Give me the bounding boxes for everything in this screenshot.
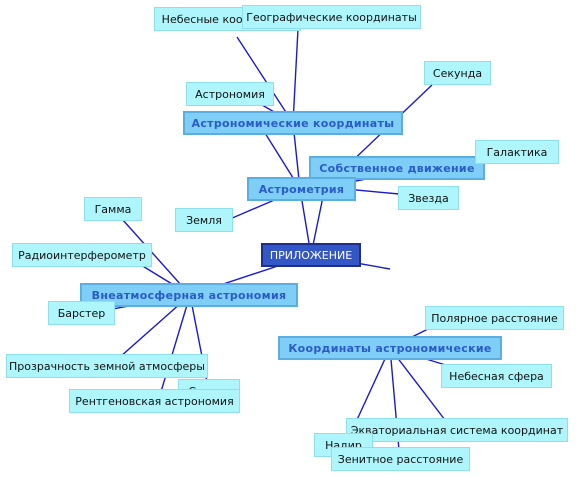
leaf-celestial-sphere[interactable]: Небесная сфера [441, 364, 552, 388]
leaf-zenith-distance[interactable]: Зенитное расстояние [331, 447, 470, 471]
connector-line [389, 347, 446, 421]
root-node[interactable]: ПРИЛОЖЕНИЕ [261, 243, 361, 267]
leaf-polar-distance[interactable]: Полярное расстояние [425, 306, 564, 330]
leaf-gamma[interactable]: Гамма [84, 197, 142, 221]
category-proper-motion[interactable]: Собственное движение [309, 156, 485, 180]
leaf-galaxy[interactable]: Галактика [475, 140, 559, 164]
category-astrometry[interactable]: Астрометрия [247, 177, 356, 201]
leaf-burster[interactable]: Барстер [48, 301, 115, 325]
leaf-astronomy[interactable]: Астрономия [186, 82, 274, 106]
leaf-atmosphere-transparency[interactable]: Прозрачность земной атмосферы [6, 354, 208, 378]
category-extra-atmospheric-astronomy[interactable]: Внеатмосферная астрономия [80, 283, 298, 307]
leaf-star[interactable]: Звезда [398, 186, 459, 210]
connector-line [292, 28, 299, 124]
category-astronomical-coordinates-2[interactable]: Координаты астрономические [278, 336, 502, 360]
connector-line [121, 218, 191, 296]
leaf-second[interactable]: Секунда [424, 61, 491, 85]
category-astronomical-coordinates[interactable]: Астрономические координаты [183, 111, 403, 135]
leaf-earth[interactable]: Земля [175, 208, 233, 232]
leaf-equatorial-system[interactable]: Экваториальная система координат [346, 418, 568, 442]
leaf-xray-astronomy[interactable]: Рентгеновская астрономия [69, 389, 240, 413]
connector-line [159, 294, 191, 396]
connector-line [236, 36, 294, 124]
leaf-geographic-coordinates[interactable]: Географические координаты [242, 5, 421, 29]
leaf-radio-interferometer[interactable]: Радиоинтерферометр [12, 243, 152, 267]
